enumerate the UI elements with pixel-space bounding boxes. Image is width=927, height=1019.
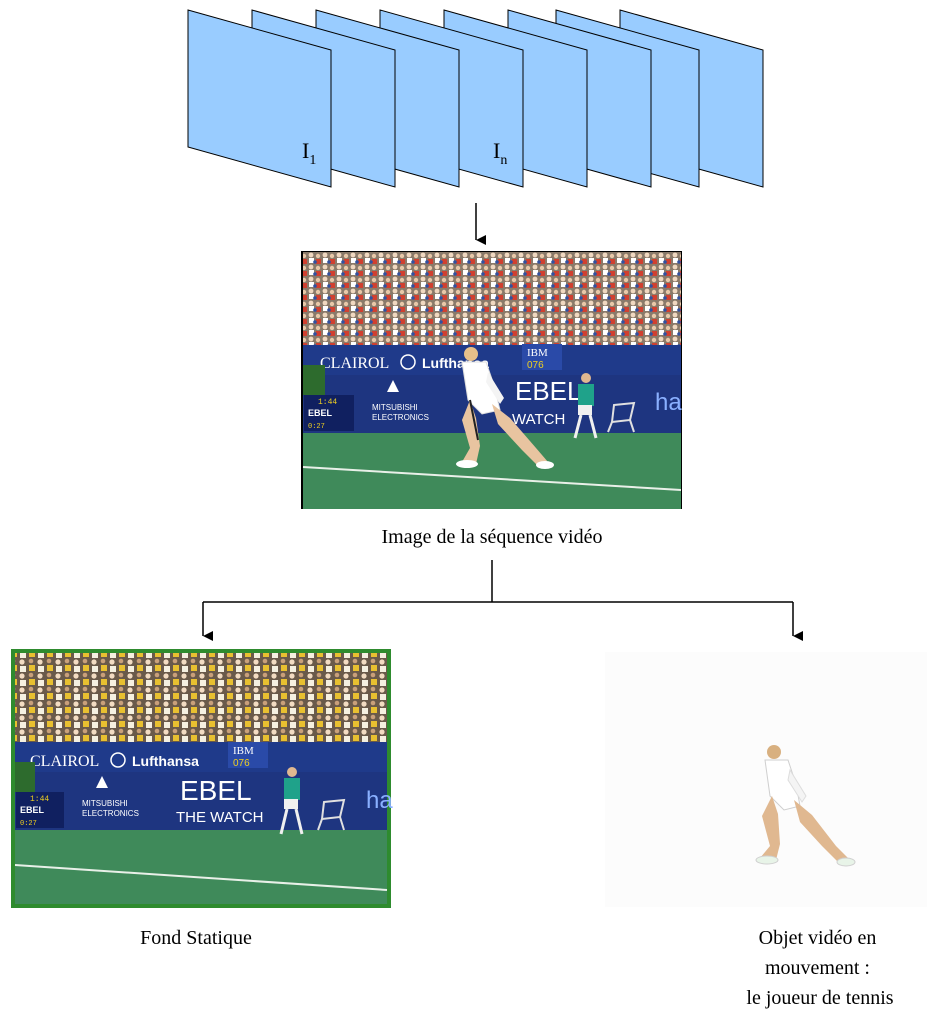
bg-ad-ebel: EBEL: [180, 775, 252, 806]
bg-ad-watch: THE WATCH: [176, 809, 264, 826]
bg-ad-lufthansa: Lufthansa: [132, 753, 199, 769]
ad-ebel: EBEL: [515, 376, 582, 406]
ad-mitsubishi-2: ELECTRONICS: [372, 413, 429, 422]
ad-watch: WATCH: [512, 411, 565, 428]
static-background-caption: Fond Statique: [140, 927, 252, 949]
frame-label-n: In: [493, 138, 507, 168]
ad-ebel-small: EBEL: [308, 408, 333, 418]
arrows: [202, 203, 803, 641]
chair: [607, 401, 636, 433]
ad-score: 1:44: [318, 398, 337, 407]
ad-ha: ha: [655, 389, 682, 416]
bg-ad-score: 1:44: [30, 795, 49, 804]
ad-speed: 076: [527, 360, 544, 371]
ad-mitsubishi-1: MITSUBISHI: [372, 403, 418, 412]
tennis-player: [456, 347, 554, 469]
video-frame-image: CLAIROL Lufthansa IBM 076 EBEL WATCH MIT…: [301, 251, 682, 509]
bg-chair: [317, 798, 346, 831]
bg-ad-ebel-small: EBEL: [20, 805, 45, 815]
moving-object-caption: Objet vidéo en mouvement : le joueur de …: [746, 927, 893, 1009]
static-background-image: CLAIROL Lufthansa IBM 076 EBEL THE WATCH…: [11, 649, 393, 908]
bg-ad-mitsubishi-2: ELECTRONICS: [82, 809, 139, 818]
frame-1: [187, 9, 332, 188]
ad-ibm: IBM: [527, 347, 548, 359]
ad-score2: 0:27: [308, 423, 325, 431]
moving-object-caption-line-1: Objet vidéo en: [759, 927, 877, 949]
isolated-tennis-player: [755, 745, 856, 867]
bg-ad-clairol: CLAIROL: [30, 753, 99, 770]
bg-ad-ha: ha: [366, 787, 393, 814]
frame-label-first: I1: [302, 138, 316, 168]
bg-ad-mitsubishi-1: MITSUBISHI: [82, 799, 128, 808]
bg-ad-speed: 076: [233, 758, 250, 769]
ad-clairol: CLAIROL: [320, 355, 389, 372]
bg-ad-score2: 0:27: [20, 820, 37, 828]
moving-object-caption-line-3: le joueur de tennis: [746, 987, 893, 1009]
video-frame-caption: Image de la séquence vidéo: [381, 526, 602, 548]
line-judge: [573, 373, 598, 439]
moving-object-caption-line-2: mouvement :: [765, 957, 870, 979]
frame-stack: I1 In: [187, 9, 764, 188]
bg-ad-ibm: IBM: [233, 745, 254, 757]
moving-object-image: [605, 652, 927, 907]
bg-line-judge: [279, 767, 304, 835]
